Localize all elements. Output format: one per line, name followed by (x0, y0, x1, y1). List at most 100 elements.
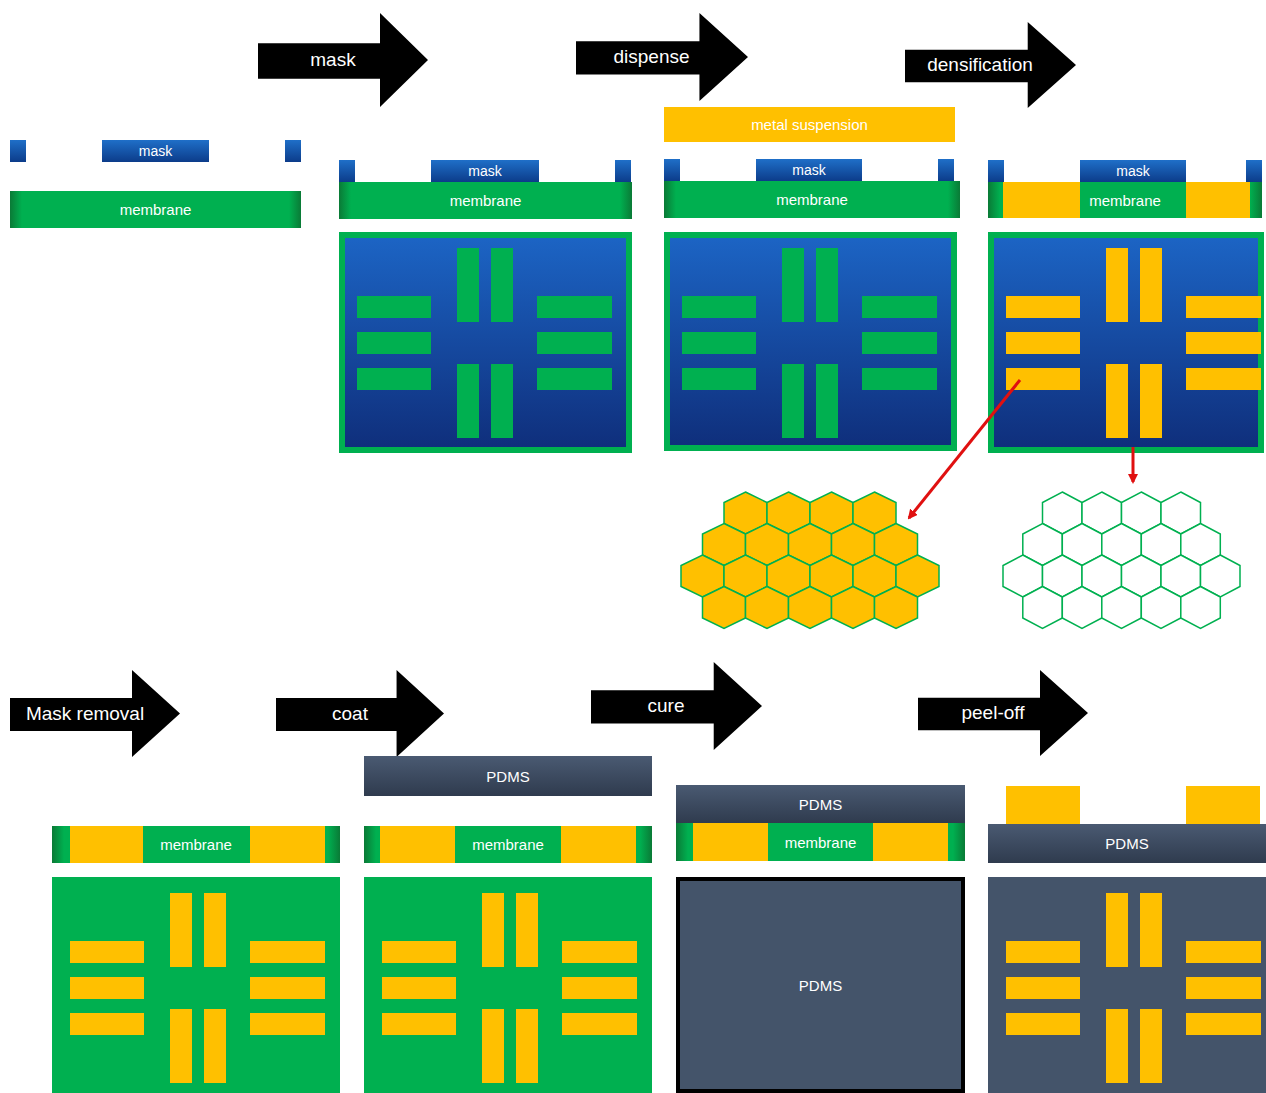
mask-block (339, 160, 355, 182)
top-view-frame (339, 232, 632, 453)
pattern-bar (537, 368, 612, 390)
membrane-layer: membrane (364, 826, 652, 863)
step-label: cure (591, 662, 741, 750)
membrane-layer: membrane (676, 823, 965, 861)
pattern-bar (516, 893, 538, 967)
pattern-bar (1006, 1013, 1080, 1035)
pattern-bar (682, 368, 756, 390)
pattern-bar (1186, 368, 1261, 390)
pattern-bar (1186, 1013, 1261, 1035)
arrow-shape (576, 13, 748, 101)
step-label: peel-off (918, 670, 1068, 756)
pattern-bar (1006, 977, 1080, 999)
membrane-layer: membrane (664, 181, 960, 218)
mask-block (1246, 160, 1262, 182)
pore-cell (1062, 587, 1102, 629)
layer-label: mask (1116, 163, 1149, 179)
arrow-shape (276, 670, 444, 757)
mask-block (10, 140, 26, 162)
layer-label: membrane (1089, 192, 1161, 209)
layer-label: membrane (120, 201, 192, 218)
layer-label: mask (792, 162, 825, 178)
mask-layer: mask (102, 140, 209, 162)
layer-label: metal suspension (751, 116, 868, 133)
pattern-bar (516, 1009, 538, 1083)
pattern-bar (357, 296, 431, 318)
metal-suspension: metal suspension (664, 107, 955, 142)
step-label: Mask removal (10, 670, 160, 757)
pattern-bar (170, 893, 192, 967)
pattern-bar (1186, 296, 1261, 318)
top-view-frame (664, 232, 957, 451)
pattern-bar (382, 941, 456, 963)
pattern-bar (491, 248, 513, 322)
leader-arrow (909, 380, 1020, 518)
pore-cell (1102, 587, 1142, 629)
pore-cell (789, 587, 832, 629)
pdms-top-view: PDMS (676, 877, 965, 1093)
pattern-bar (1140, 364, 1162, 438)
pattern-bar (1106, 364, 1128, 438)
layer-label: PDMS (799, 977, 842, 994)
pattern-bar (1106, 1009, 1128, 1083)
process-arrow: dispense (576, 13, 748, 101)
pattern-bar (782, 364, 804, 438)
top-view-frame (988, 232, 1264, 453)
arrow-shape (905, 22, 1076, 108)
leader-arrow (1132, 447, 1135, 482)
pattern-bar (1186, 977, 1261, 999)
pattern-bar (204, 1009, 226, 1083)
pattern-bar (482, 1009, 504, 1083)
metal-pattern (1186, 786, 1260, 824)
metal-pattern (1006, 786, 1080, 824)
layer-label: membrane (450, 192, 522, 209)
pattern-bar (1186, 332, 1261, 354)
pore-cell (1141, 587, 1181, 629)
pore-cell (832, 587, 875, 629)
pattern-bar (250, 1013, 325, 1035)
pore-cell (1181, 587, 1221, 629)
pattern-bar (862, 332, 937, 354)
pattern-bar (170, 1009, 192, 1083)
pattern-bar (1106, 248, 1128, 322)
pattern-bar (382, 1013, 456, 1035)
pattern-bar (457, 248, 479, 322)
pattern-bar (482, 893, 504, 967)
arrow-shape (918, 670, 1088, 756)
pattern-bar (491, 364, 513, 438)
pattern-bar (1006, 332, 1080, 354)
pattern-bar (204, 893, 226, 967)
pattern-bar (1006, 941, 1080, 963)
process-arrow: coat (276, 670, 444, 757)
pattern-bar (250, 941, 325, 963)
pattern-bar (1106, 893, 1128, 967)
mask-block (285, 140, 301, 162)
layer-label: PDMS (799, 796, 842, 813)
pattern-bar (537, 332, 612, 354)
mask-block (615, 160, 631, 182)
membrane-top-view (52, 877, 340, 1093)
process-arrow: peel-off (918, 670, 1088, 756)
pore-cell (746, 587, 789, 629)
layer-label: mask (139, 143, 172, 159)
process-arrow: Mask removal (10, 670, 180, 757)
pattern-bar (357, 332, 431, 354)
membrane-layer: membrane (52, 826, 340, 863)
mask-block (938, 159, 954, 181)
layer-label: PDMS (1105, 835, 1148, 852)
pattern-bar (250, 977, 325, 999)
step-label: mask (258, 13, 408, 107)
mask-layer: mask (756, 159, 862, 181)
pattern-bar (562, 1013, 637, 1035)
pattern-bar (562, 941, 637, 963)
process-arrow: mask (258, 13, 428, 107)
mask-block (664, 159, 680, 181)
pattern-bar (1006, 296, 1080, 318)
layer-label: membrane (160, 836, 232, 853)
step-label: dispense (576, 13, 727, 101)
membrane-layer: membrane (988, 182, 1262, 218)
pdms-layer: PDMS (988, 824, 1266, 863)
mask-layer: mask (1080, 160, 1186, 182)
pattern-bar (70, 941, 144, 963)
